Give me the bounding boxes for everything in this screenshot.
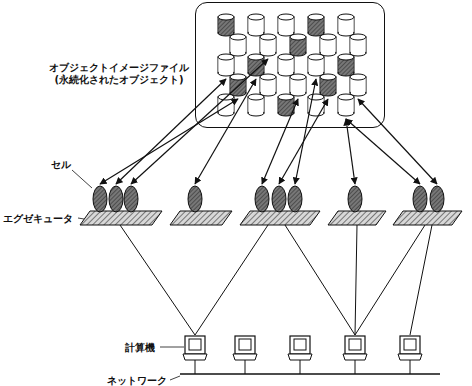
- object-cylinder: [338, 14, 354, 36]
- object-cylinder: [290, 74, 306, 96]
- executor-computer-lines: [120, 225, 432, 335]
- host-line: [120, 225, 195, 335]
- computer: [343, 336, 367, 374]
- file-outline: [195, 2, 385, 128]
- computer-leader: [160, 347, 184, 348]
- computer: [398, 336, 422, 374]
- object-cylinder: [308, 14, 324, 36]
- executor-plate: [393, 211, 462, 225]
- object-cylinder: [278, 54, 294, 76]
- computer: [288, 336, 312, 374]
- object-cylinder: [338, 54, 354, 76]
- executor-plate: [328, 211, 386, 225]
- object-cylinder: [260, 74, 276, 96]
- cell: [413, 186, 427, 212]
- cell: [93, 186, 107, 212]
- cell: [124, 186, 138, 212]
- executor-plate: [170, 211, 232, 225]
- object-cylinder: [338, 94, 354, 116]
- object-cylinder: [218, 14, 234, 36]
- cells: [93, 186, 444, 212]
- object-cylinder: [248, 94, 264, 116]
- host-line: [285, 225, 355, 335]
- object-cylinder: [320, 34, 336, 56]
- object-cylinder: [260, 34, 276, 56]
- network-line: [180, 373, 440, 375]
- computer: [233, 336, 257, 374]
- access-arrow: [195, 79, 256, 184]
- object-cylinder: [230, 34, 246, 56]
- executor-plate: [240, 211, 320, 225]
- executor-label: エグゼキュータ: [2, 212, 74, 226]
- cell: [288, 186, 302, 212]
- computer-label: 計算機: [124, 341, 156, 355]
- cell-leader: [72, 170, 92, 188]
- object-cylinder: [278, 14, 294, 36]
- cell: [430, 186, 444, 212]
- network-label: ネットワーク: [106, 374, 168, 386]
- access-arrow: [262, 99, 298, 184]
- object-cylinder: [308, 54, 324, 76]
- object-cylinder: [320, 74, 336, 96]
- object-image-file: オブジェクトイメージファイル (永続化されたオブジェクト): [48, 2, 385, 128]
- access-arrow: [346, 119, 355, 184]
- object-cylinder: [248, 14, 264, 36]
- cell-label: セル: [50, 158, 72, 172]
- access-arrow: [100, 99, 238, 184]
- cell: [188, 186, 202, 212]
- computers: [183, 336, 422, 374]
- access-arrow: [295, 79, 316, 184]
- object-cylinder: [350, 34, 366, 56]
- object-cylinder: [290, 34, 306, 56]
- cell: [348, 186, 362, 212]
- file-heading: オブジェクトイメージファイル (永続化されたオブジェクト): [48, 62, 190, 86]
- computer: [183, 336, 207, 374]
- access-arrow: [346, 119, 420, 184]
- object-cylinder: [230, 74, 246, 96]
- cell: [109, 186, 123, 212]
- access-arrow: [116, 79, 226, 184]
- executor-plate: [80, 211, 162, 225]
- executor-leader: [78, 218, 84, 219]
- host-line: [355, 225, 357, 335]
- cell: [272, 186, 286, 212]
- host-line: [410, 225, 432, 335]
- executors: [80, 211, 462, 225]
- host-line: [355, 225, 425, 335]
- access-arrow: [358, 99, 437, 184]
- cell: [255, 186, 269, 212]
- network-leader: [170, 376, 180, 380]
- object-cylinder: [350, 74, 366, 96]
- host-line: [195, 225, 268, 335]
- object-cylinder: [218, 54, 234, 76]
- object-cylinders: [218, 14, 366, 116]
